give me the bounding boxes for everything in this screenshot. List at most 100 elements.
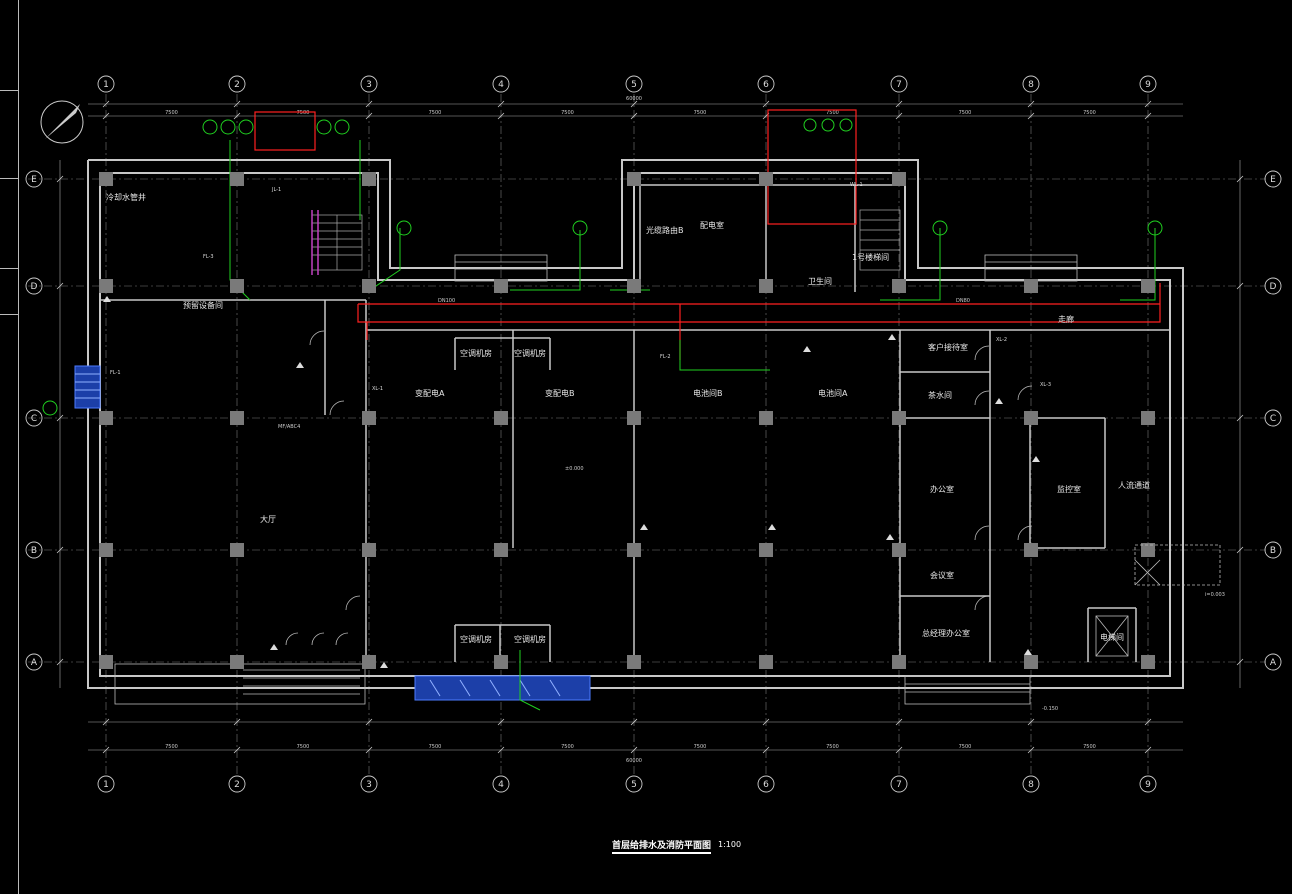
dimension-tick: [1144, 100, 1152, 108]
column: [1024, 411, 1038, 425]
axis-label-col: 3: [366, 780, 372, 790]
room-label-dianti: 电梯间: [1100, 632, 1124, 642]
note-elev-zero: ±0.000: [565, 466, 584, 472]
dimension-tick: [233, 746, 241, 754]
axis-bubble: [228, 775, 246, 793]
column: [627, 279, 641, 293]
axis-label-col: 2: [234, 780, 240, 790]
dimension-text: 7500: [694, 110, 707, 116]
axis-label-col: 3: [366, 80, 372, 90]
column: [892, 172, 906, 186]
axis-bubble: [1264, 409, 1282, 427]
dimension-text: 7500: [429, 110, 442, 116]
axis-bubble: [1264, 541, 1282, 559]
dimension-tick: [102, 718, 110, 726]
dimension-tick: [56, 414, 64, 422]
axis-label-col: 6: [763, 80, 769, 90]
pipe-tag-xl3: XL-3: [1040, 382, 1051, 388]
dimension-tick: [1236, 546, 1244, 554]
column: [1141, 279, 1155, 293]
doors: [285, 330, 1033, 646]
dimension-tick: [1144, 746, 1152, 754]
axis-bubble: [1264, 653, 1282, 671]
column: [362, 279, 376, 293]
axis-label-col: 7: [896, 80, 902, 90]
note-dn100: DN100: [438, 298, 455, 304]
dimension-tick: [497, 112, 505, 120]
axis-label-row: D: [31, 282, 38, 292]
dimension-tick: [497, 100, 505, 108]
column: [1024, 655, 1038, 669]
axis-label-col: 5: [631, 780, 637, 790]
column: [362, 655, 376, 669]
axis-label-col: 9: [1145, 80, 1151, 90]
column: [1141, 411, 1155, 425]
axis-label-col: 6: [763, 780, 769, 790]
axis-label-row: A: [1270, 658, 1277, 668]
dimension-tick: [497, 746, 505, 754]
column: [892, 543, 906, 557]
room-label-rukou: 人流通道: [1118, 480, 1150, 490]
axis-label-col: 2: [234, 80, 240, 90]
room-label-zong: 总经理办公室: [922, 628, 970, 638]
column: [892, 655, 906, 669]
dimension-tick: [630, 100, 638, 108]
column: [627, 543, 641, 557]
axis-bubble: [890, 75, 908, 93]
title-block-strip: [0, 0, 19, 894]
axis-label-col: 1: [103, 780, 109, 790]
axis-bubble: [625, 75, 643, 93]
drain-riser-pipe: [311, 210, 319, 275]
entrance-steps-bottom-b: [904, 675, 1031, 705]
note-slope: i=0.003: [1205, 592, 1225, 598]
dimension-tick: [762, 718, 770, 726]
dimension-tick: [630, 112, 638, 120]
dimension-tick: [365, 746, 373, 754]
axis-bubble: [25, 653, 43, 671]
column: [759, 172, 773, 186]
room-label-kehu: 客户接待室: [928, 342, 968, 352]
riser-markers: [42, 118, 1163, 416]
axis-label-col: 4: [498, 80, 504, 90]
column: [230, 543, 244, 557]
drawing-scale: 1:100: [718, 840, 742, 849]
dimension-tick: [895, 100, 903, 108]
dimension-text: 7500: [694, 744, 707, 750]
dimension-tick: [1236, 658, 1244, 666]
axis-bubble: [1022, 775, 1040, 793]
pipe-tag-wl1: WL-1: [850, 182, 863, 188]
column: [99, 411, 113, 425]
note-extinguisher: MF/ABC4: [278, 424, 300, 430]
column: [759, 411, 773, 425]
column: [627, 655, 641, 669]
axis-bubble: [97, 775, 115, 793]
fire-water-pipe: [254, 109, 1161, 360]
room-label-weisheng: 卫生间: [808, 276, 832, 286]
title-block-cell: [0, 268, 18, 315]
dimension-tick: [630, 746, 638, 754]
axis-bubble: [1022, 75, 1040, 93]
note-elev-neg: -0.150: [1042, 706, 1058, 712]
axis-label-row: A: [31, 658, 38, 668]
structural-columns: [99, 172, 1155, 669]
pipe-tag-xl2: XL-2: [996, 337, 1007, 343]
dimension-tick: [56, 282, 64, 290]
entrance-steps-top-b: [984, 254, 1078, 282]
axis-bubble: [25, 170, 43, 188]
room-label-kt3: 空调机房: [460, 634, 492, 644]
dimension-tick: [102, 100, 110, 108]
pipe-tag-fl2: FL-2: [660, 354, 671, 360]
dimension-tick: [895, 746, 903, 754]
room-label-cha: 茶水间: [928, 390, 952, 400]
axis-bubble: [757, 75, 775, 93]
axis-label-col: 8: [1028, 80, 1034, 90]
dimension-tick: [365, 112, 373, 120]
room-label-kt4: 空调机房: [514, 634, 546, 644]
column: [99, 279, 113, 293]
column: [759, 543, 773, 557]
title-block-cell: [0, 178, 18, 269]
room-labels: 冷却水管井 预留设备间 配电室 光缆路由B 卫生间 1号楼梯间 空调机房 空调机…: [106, 192, 1150, 644]
